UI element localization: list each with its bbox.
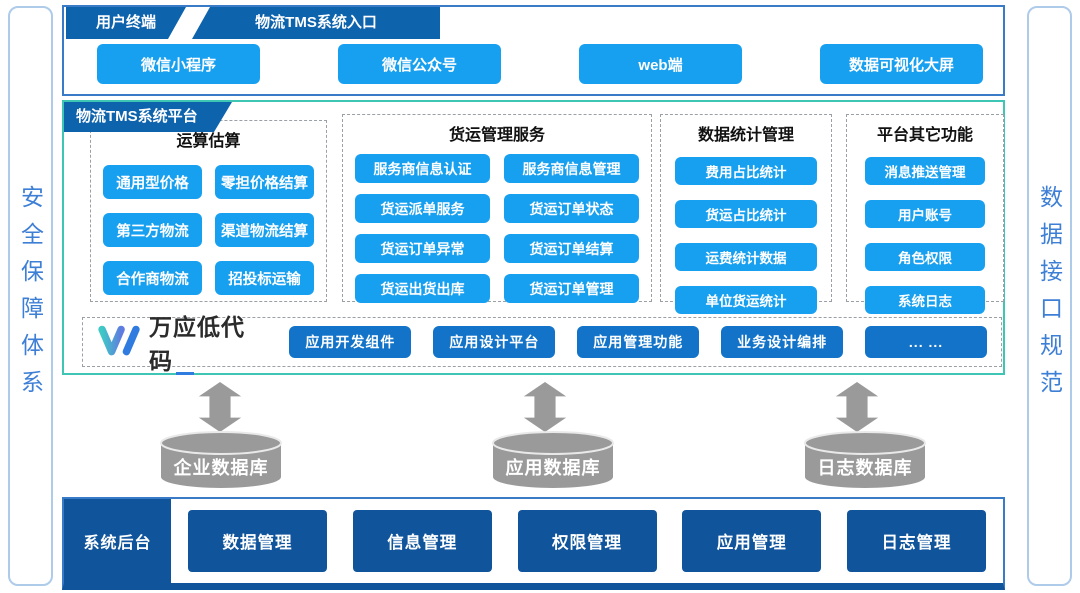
node-data-visualization-screen: 数据可视化大屏	[820, 44, 983, 84]
column-platform-other-functions: 平台其它功能 消息推送管理 用户账号 角色权限 系统日志	[846, 114, 1004, 314]
node-bidding-transport: 招投标运输	[215, 261, 314, 295]
database-label: 企业数据库	[173, 458, 269, 478]
tms-entry-tab: 物流TMS系统入口	[192, 7, 440, 39]
column-items: 通用型价格 零担价格结算 第三方物流 渠道物流结算 合作商物流 招投标运输	[91, 155, 326, 295]
lowcode-w-icon	[97, 322, 141, 363]
node-freight-order-management: 货运订单管理	[504, 274, 639, 303]
user-terminal-tab: 用户终端	[66, 7, 186, 39]
node-ltl-price-settlement: 零担价格结算	[215, 165, 314, 199]
database-label: 应用数据库	[505, 458, 601, 478]
node-wechat-official-account: 微信公众号	[338, 44, 501, 84]
column-title: 平台其它功能	[876, 127, 973, 144]
column-items: 消息推送管理 用户账号 角色权限 系统日志	[847, 145, 1003, 314]
node-data-management: 数据管理	[188, 510, 327, 572]
node-partner-logistics: 合作商物流	[103, 261, 202, 295]
backend-modules-row: 数据管理 信息管理 权限管理 应用管理 日志管理	[171, 510, 1003, 572]
column-title: 运算估算	[176, 133, 241, 150]
node-permission-management: 权限管理	[517, 510, 657, 572]
node-provider-info-certification: 服务商信息认证	[355, 154, 490, 183]
database-label: 日志数据库	[817, 458, 913, 478]
tms-platform-tab: 物流TMS系统平台	[64, 102, 232, 132]
node-freight-order-settlement: 货运订单结算	[504, 234, 639, 263]
updown-arrow-icon	[198, 382, 242, 432]
column-data-statistics: 数据统计管理 费用占比统计 货运占比统计 运费统计数据 单位货运统计	[660, 114, 832, 314]
node-freight-dispatch-service: 货运派单服务	[355, 194, 490, 223]
system-entry-section: 用户终端 物流TMS系统入口 微信小程序 微信公众号 web端 数据可视化大屏	[62, 5, 1005, 96]
security-assurance-sidebar: 安全保障体系	[8, 6, 53, 586]
node-freight-order-exception: 货运订单异常	[355, 234, 490, 263]
node-third-party-logistics: 第三方物流	[103, 213, 202, 247]
node-app-dev-components: 应用开发组件	[289, 326, 412, 358]
system-backend-section: 系统后台 数据管理 信息管理 权限管理 应用管理 日志管理	[62, 497, 1005, 590]
node-message-push-management: 消息推送管理	[865, 157, 985, 185]
node-system-log: 系统日志	[865, 286, 985, 314]
node-app-management-functions: 应用管理功能	[577, 326, 700, 358]
column-title: 货运管理服务	[448, 127, 545, 144]
tms-platform-section: 物流TMS系统平台 运算估算 通用型价格 零担价格结算 第三方物流 渠道物流结算…	[62, 100, 1005, 375]
column-items: 服务商信息认证 服务商信息管理 货运派单服务 货运订单状态 货运订单异常 货运订…	[343, 146, 651, 303]
node-business-design-orchestration: 业务设计编排	[721, 326, 844, 358]
data-interface-sidebar: 数据接口规范	[1027, 6, 1072, 586]
node-freight-ratio-statistics: 货运占比统计	[675, 200, 817, 228]
node-freight-cost-statistics: 运费统计数据	[675, 243, 817, 271]
updown-arrow-icon	[523, 382, 567, 432]
node-wechat-miniprogram: 微信小程序	[97, 44, 260, 84]
node-application-management: 应用管理	[682, 510, 822, 572]
node-unit-freight-statistics: 单位货运统计	[675, 286, 817, 314]
application-database-cylinder: 应用数据库	[488, 430, 618, 492]
entry-channel-row: 微信小程序 微信公众号 web端 数据可视化大屏	[64, 44, 1003, 84]
node-more-ellipsis: ... ...	[865, 326, 987, 358]
column-title: 数据统计管理	[697, 127, 794, 144]
system-backend-label: 系统后台	[64, 499, 171, 583]
node-app-design-platform: 应用设计平台	[433, 326, 556, 358]
node-cost-ratio-statistics: 费用占比统计	[675, 157, 817, 185]
node-freight-shipment-outbound: 货运出货出库	[355, 274, 490, 303]
node-information-management: 信息管理	[352, 510, 492, 572]
column-items: 费用占比统计 货运占比统计 运费统计数据 单位货运统计	[661, 145, 831, 314]
column-operation-estimation: 运算估算 通用型价格 零担价格结算 第三方物流 渠道物流结算 合作商物流 招投标…	[90, 120, 327, 302]
node-log-management: 日志管理	[847, 510, 986, 572]
wanying-lowcode-logo: 万应低代码	[97, 308, 253, 376]
node-freight-order-status: 货运订单状态	[504, 194, 639, 223]
node-general-pricing: 通用型价格	[103, 165, 202, 199]
node-web-client: web端	[579, 44, 742, 84]
column-freight-management: 货运管理服务 服务商信息认证 服务商信息管理 货运派单服务 货运订单状态 货运订…	[342, 114, 652, 303]
node-user-account: 用户账号	[865, 200, 985, 228]
log-database-cylinder: 日志数据库	[800, 430, 930, 492]
node-channel-logistics-settlement: 渠道物流结算	[215, 213, 314, 247]
updown-arrow-icon	[835, 382, 879, 432]
security-assurance-label: 安全保障体系	[17, 185, 44, 407]
data-interface-label: 数据接口规范	[1036, 185, 1063, 407]
lowcode-platform-row: 万应低代码 应用开发组件 应用设计平台 应用管理功能 业务设计编排 ... ..…	[82, 314, 1002, 375]
enterprise-database-cylinder: 企业数据库	[156, 430, 286, 492]
node-role-permission: 角色权限	[865, 243, 985, 271]
lowcode-logo-text: 万应低代码	[149, 308, 253, 376]
node-provider-info-management: 服务商信息管理	[504, 154, 639, 183]
